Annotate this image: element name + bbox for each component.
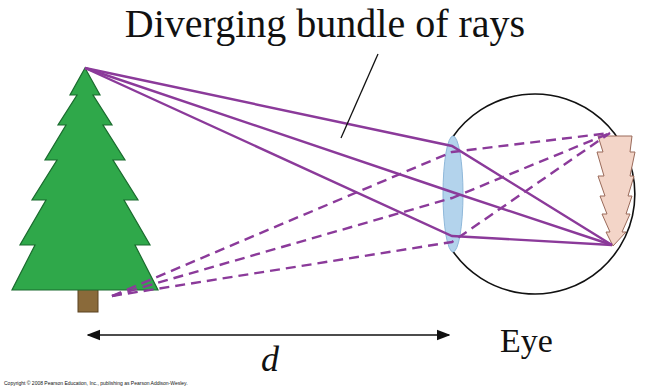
- tree-object: [12, 68, 158, 312]
- light-rays: [85, 68, 612, 245]
- distance-arrow: [88, 334, 449, 336]
- retinal-image: [597, 136, 635, 246]
- distance-label: d: [261, 340, 279, 380]
- copyright-note: Copyright © 2008 Pearson Education, Inc.…: [4, 381, 188, 387]
- eye-label: Eye: [500, 322, 553, 359]
- leader-line: [341, 54, 378, 138]
- eye-outline: [452, 94, 635, 294]
- title-label: Diverging bundle of rays: [125, 2, 525, 46]
- light-rays-dashed: [112, 133, 610, 296]
